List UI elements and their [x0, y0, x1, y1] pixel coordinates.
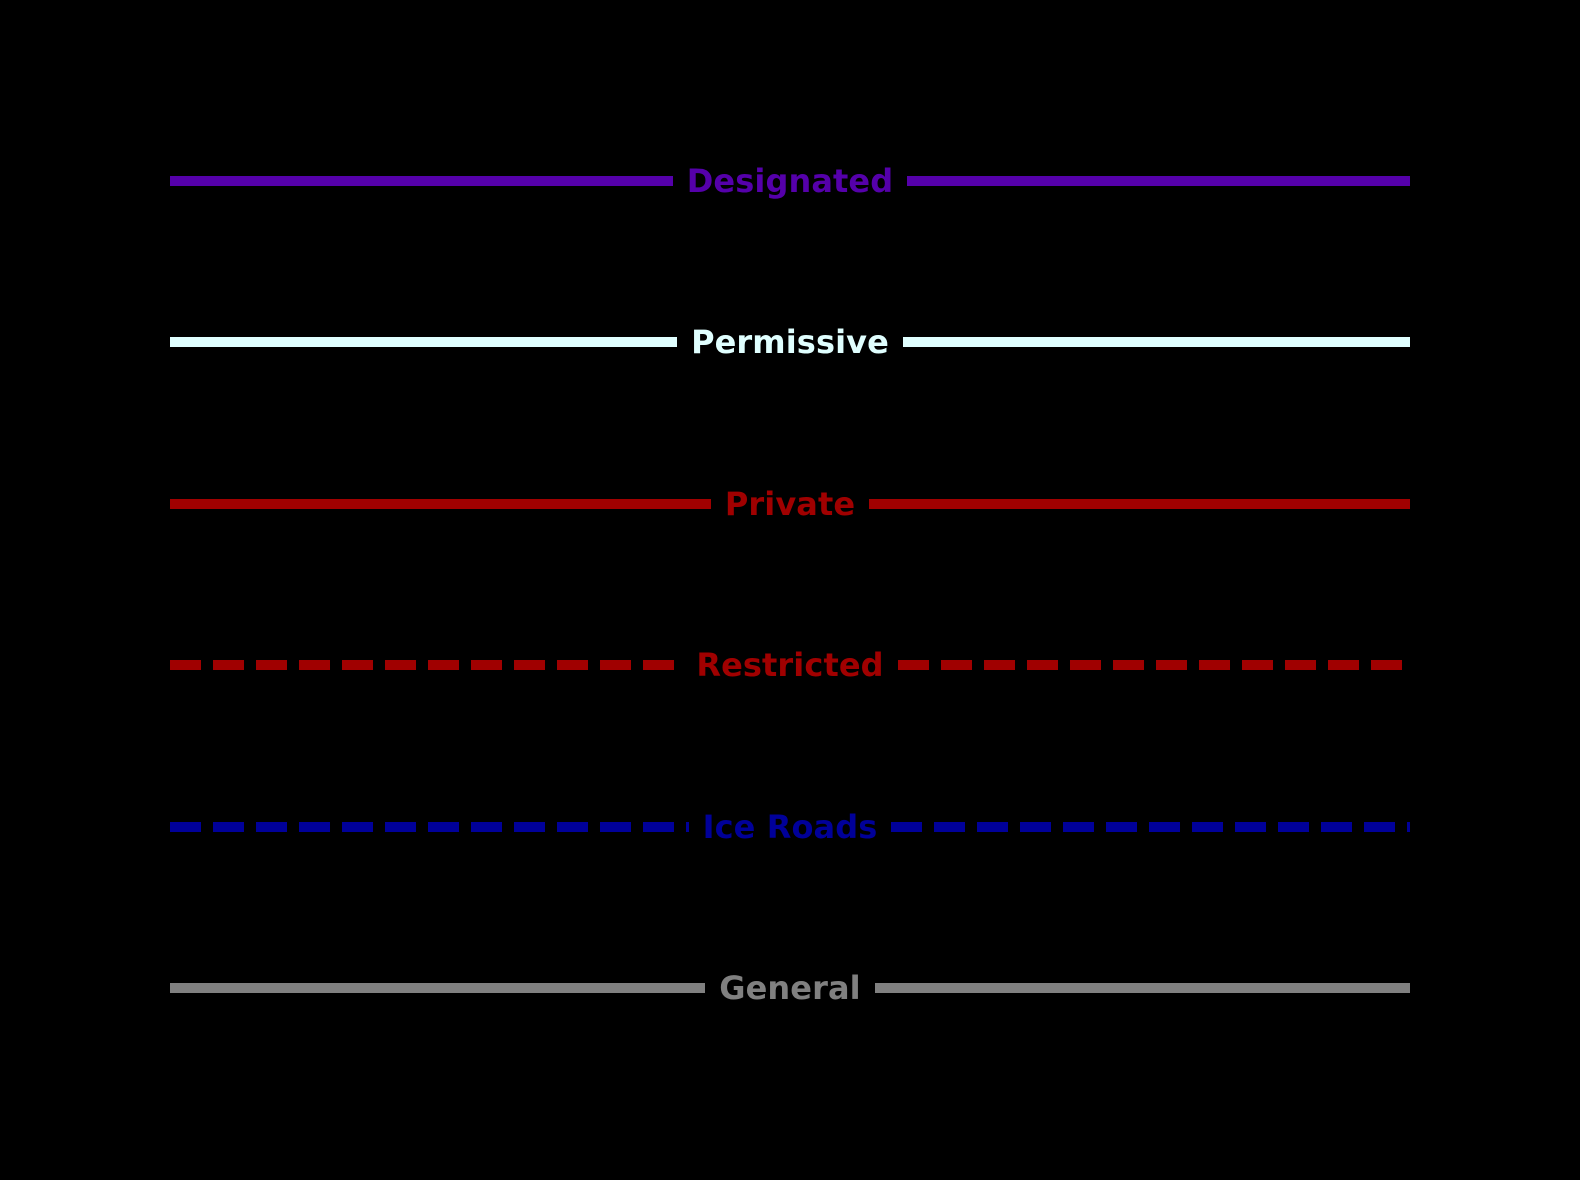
legend-label: General: [719, 969, 861, 1007]
legend-row: Ice Roads: [170, 797, 1410, 857]
legend-row: Designated: [170, 151, 1410, 211]
legend-label: Permissive: [691, 323, 889, 361]
legend-row: Restricted: [170, 635, 1411, 695]
legend-row: General: [170, 958, 1411, 1018]
legend-row: Private: [170, 474, 1410, 534]
legend-label: Designated: [686, 162, 894, 200]
legend-row: Permissive: [170, 312, 1411, 372]
legend-label: Private: [724, 485, 856, 523]
legend-label: Ice Roads: [702, 808, 878, 846]
legend-label: Restricted: [696, 646, 884, 684]
